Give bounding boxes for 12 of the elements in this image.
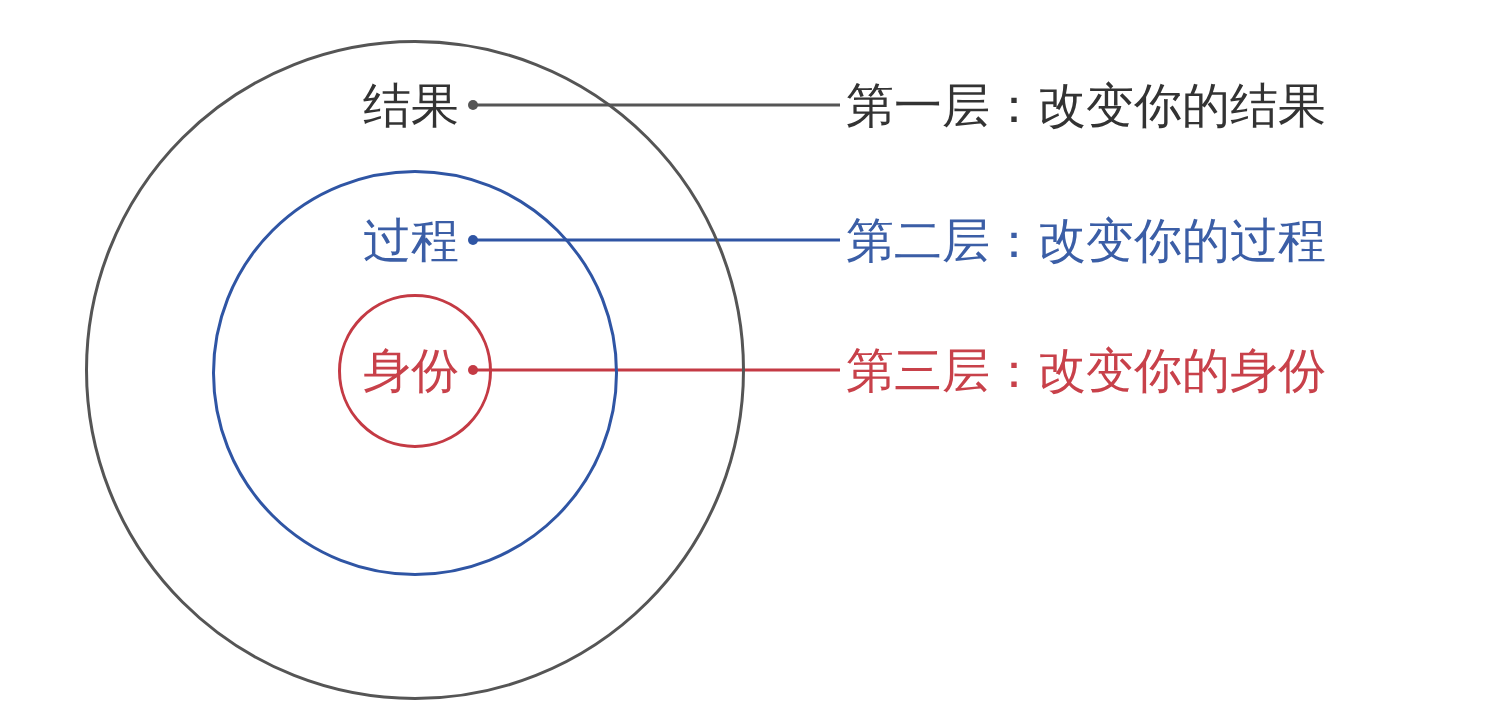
leader-line: [468, 100, 840, 110]
middle-circle: [212, 170, 618, 576]
layer-label: 第二层：改变你的过程: [846, 216, 1326, 264]
circle-label: 身份: [363, 346, 459, 394]
leader-line: [468, 235, 840, 245]
leader-line: [468, 365, 840, 375]
inner-circle: [338, 294, 492, 448]
circle-label: 过程: [363, 216, 459, 264]
layer-label: 第一层：改变你的结果: [846, 81, 1326, 129]
circle-label: 结果: [363, 81, 459, 129]
layer-label: 第三层：改变你的身份: [846, 346, 1326, 394]
outer-circle: [85, 40, 745, 700]
